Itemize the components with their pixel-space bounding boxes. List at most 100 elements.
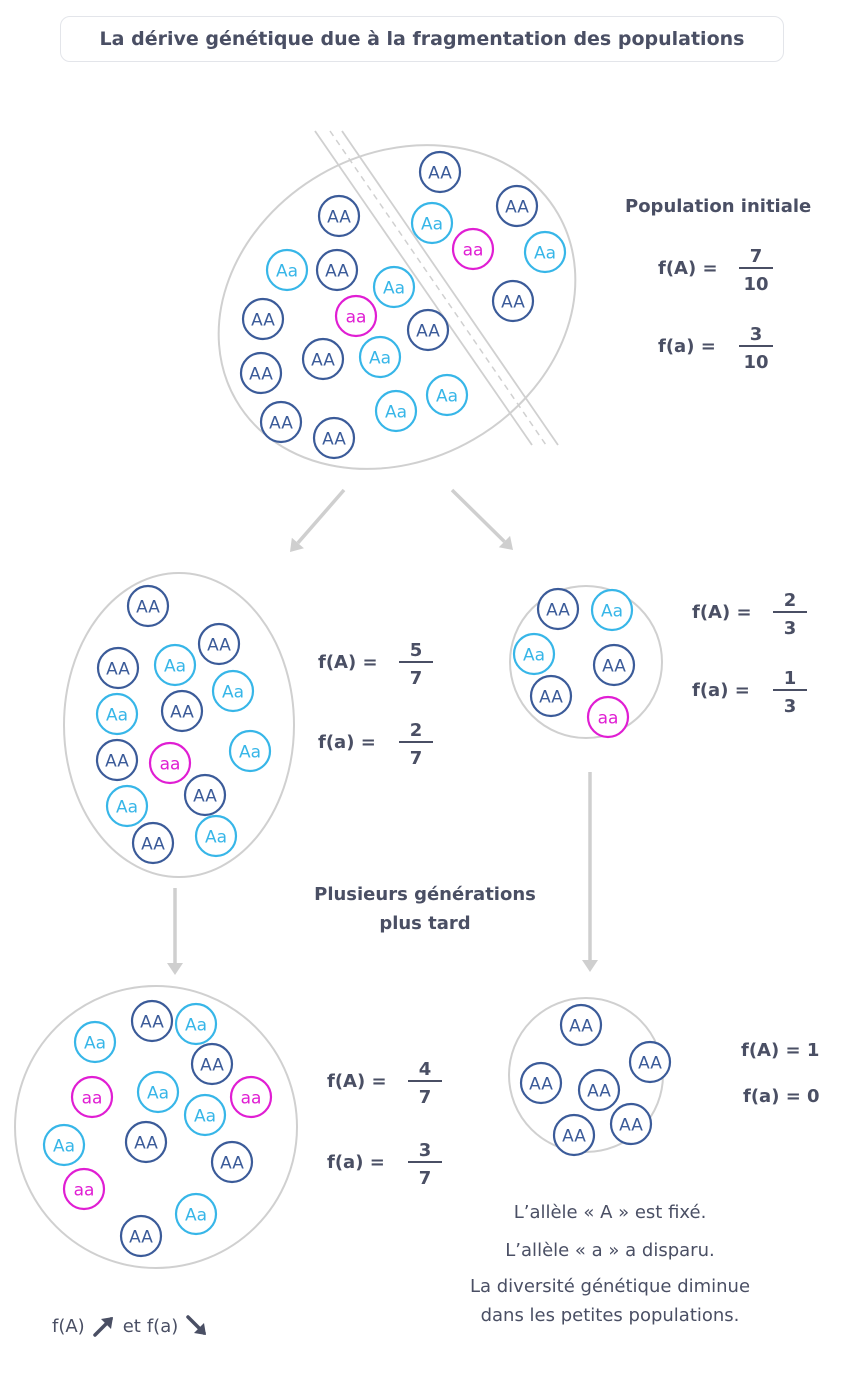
left-individual-Aa: Aa [211, 669, 255, 713]
left-fA-formula: f(A) = 5 7 [318, 640, 433, 689]
initial-individual-AA: AA [495, 184, 539, 228]
svg-text:Aa: Aa [164, 657, 186, 677]
svg-text:AA: AA [416, 322, 440, 342]
svg-text:AA: AA [106, 660, 130, 680]
svg-text:AA: AA [251, 311, 275, 331]
svg-text:AA: AA [207, 636, 231, 656]
left-final-individual-Aa: Aa [73, 1020, 117, 1064]
left-final-individual-Aa: Aa [174, 1002, 218, 1046]
initial-individual-AA: AA [317, 194, 361, 238]
svg-text:3: 3 [750, 324, 763, 345]
left-final-fA-formula: f(A) =47 [327, 1059, 442, 1108]
trend-fA: f(A) [52, 1315, 85, 1337]
initial-fA-formula: f(A) =710 [658, 246, 773, 295]
title-box: La dérive génétique due à la fragmentati… [60, 16, 784, 62]
conclusions: L’allèle « A » est fixé. L’allèle « a » … [420, 1194, 800, 1270]
barrier-line-3 [341, 130, 559, 446]
svg-text:f(A) =: f(A) = [658, 258, 718, 279]
svg-text:AA: AA [140, 1013, 164, 1033]
initial-individual-Aa: Aa [410, 201, 454, 245]
barrier-line-2 [329, 130, 547, 446]
svg-text:AA: AA [311, 351, 335, 371]
right-final-individual-AA: AA [577, 1068, 621, 1112]
arrow-to-left-final [167, 888, 183, 975]
svg-text:AA: AA [220, 1154, 244, 1174]
svg-text:aa: aa [82, 1089, 103, 1109]
initial-individual-aa: aa [451, 227, 495, 271]
svg-text:Aa: Aa [534, 244, 556, 264]
left-final-population-outline [14, 985, 298, 1269]
initial-individual-AA: AA [406, 308, 450, 352]
initial-individual-AA: AA [241, 297, 285, 341]
right-individual-AA: AA [536, 587, 580, 631]
right-individual-aa: aa [586, 695, 630, 739]
initial-individual-AA: AA [315, 248, 359, 292]
svg-text:5: 5 [410, 640, 423, 661]
svg-text:AA: AA [505, 198, 529, 218]
svg-text:aa: aa [346, 308, 367, 328]
svg-text:3: 3 [784, 618, 797, 639]
svg-text:AA: AA [129, 1228, 153, 1248]
conclusion-lost: L’allèle « a » a disparu. [505, 1240, 715, 1261]
right-final-individual-AA: AA [552, 1113, 596, 1157]
left-individual-AA: AA [160, 689, 204, 733]
conclusion-diversity: La diversité génétique diminue dans les … [420, 1272, 800, 1330]
left-individual-AA: AA [197, 622, 241, 666]
svg-text:AA: AA [562, 1127, 586, 1147]
svg-text:AA: AA [501, 293, 525, 313]
svg-text:Aa: Aa [276, 262, 298, 282]
left-fa-formula: f(a) =27 [318, 720, 433, 769]
conclusion-diversity-line-2: dans les petites populations. [480, 1305, 740, 1326]
svg-text:AA: AA [134, 1134, 158, 1154]
svg-text:AA: AA [325, 262, 349, 282]
initial-individual-Aa: Aa [358, 335, 402, 379]
svg-text:7: 7 [419, 1168, 432, 1189]
svg-text:AA: AA [619, 1116, 643, 1136]
right-fA-formula: f(A) =23 [692, 590, 807, 639]
left-final-individual-aa: aa [62, 1167, 106, 1211]
left-final-individual-Aa: Aa [174, 1192, 218, 1236]
svg-text:Aa: Aa [106, 706, 128, 726]
initial-individual-AA: AA [418, 150, 462, 194]
svg-text:AA: AA [193, 787, 217, 807]
svg-text:3: 3 [419, 1140, 432, 1161]
left-final-individual-Aa: Aa [42, 1123, 86, 1167]
svg-text:f(A) =: f(A) = [327, 1071, 387, 1092]
svg-text:AA: AA [546, 601, 570, 621]
left-final-individual-AA: AA [130, 999, 174, 1043]
svg-text:Aa: Aa [185, 1016, 207, 1036]
svg-text:7: 7 [410, 668, 423, 689]
initial-individual-Aa: Aa [425, 373, 469, 417]
trend-line: f(A) et f(a) [52, 1313, 210, 1339]
right-population-outline [509, 585, 663, 739]
trend-et: et [122, 1315, 141, 1337]
svg-text:10: 10 [743, 352, 768, 373]
initial-individual-AA: AA [259, 400, 303, 444]
svg-text:10: 10 [743, 274, 768, 295]
initial-population-outline [217, 144, 577, 470]
svg-text:Aa: Aa [222, 683, 244, 703]
svg-text:3: 3 [784, 696, 797, 717]
left-final-individual-aa: aa [70, 1075, 114, 1119]
svg-text:AA: AA [638, 1054, 662, 1074]
arrow-to-right-population [450, 488, 513, 550]
right-final-fa: f(a) = 0 [743, 1086, 820, 1107]
left-individual-AA: AA [96, 646, 140, 690]
svg-text:Aa: Aa [53, 1137, 75, 1157]
svg-text:4: 4 [419, 1059, 432, 1080]
trend-fa: f(a) [146, 1315, 179, 1337]
left-final-fa-formula: f(a) =37 [327, 1140, 442, 1189]
left-final-individual-Aa: Aa [136, 1070, 180, 1114]
svg-text:f(A) =: f(A) = [318, 652, 378, 673]
svg-text:aa: aa [160, 755, 181, 775]
arrow-to-left-population [290, 488, 346, 552]
diagram-title: La dérive génétique due à la fragmentati… [99, 28, 745, 50]
svg-text:Aa: Aa [147, 1084, 169, 1104]
svg-text:Aa: Aa [116, 798, 138, 818]
right-final-individual-AA: AA [519, 1061, 563, 1105]
svg-text:2: 2 [784, 590, 797, 611]
svg-text:AA: AA [587, 1082, 611, 1102]
svg-text:AA: AA [322, 430, 346, 450]
left-individual-AA: AA [131, 821, 175, 865]
